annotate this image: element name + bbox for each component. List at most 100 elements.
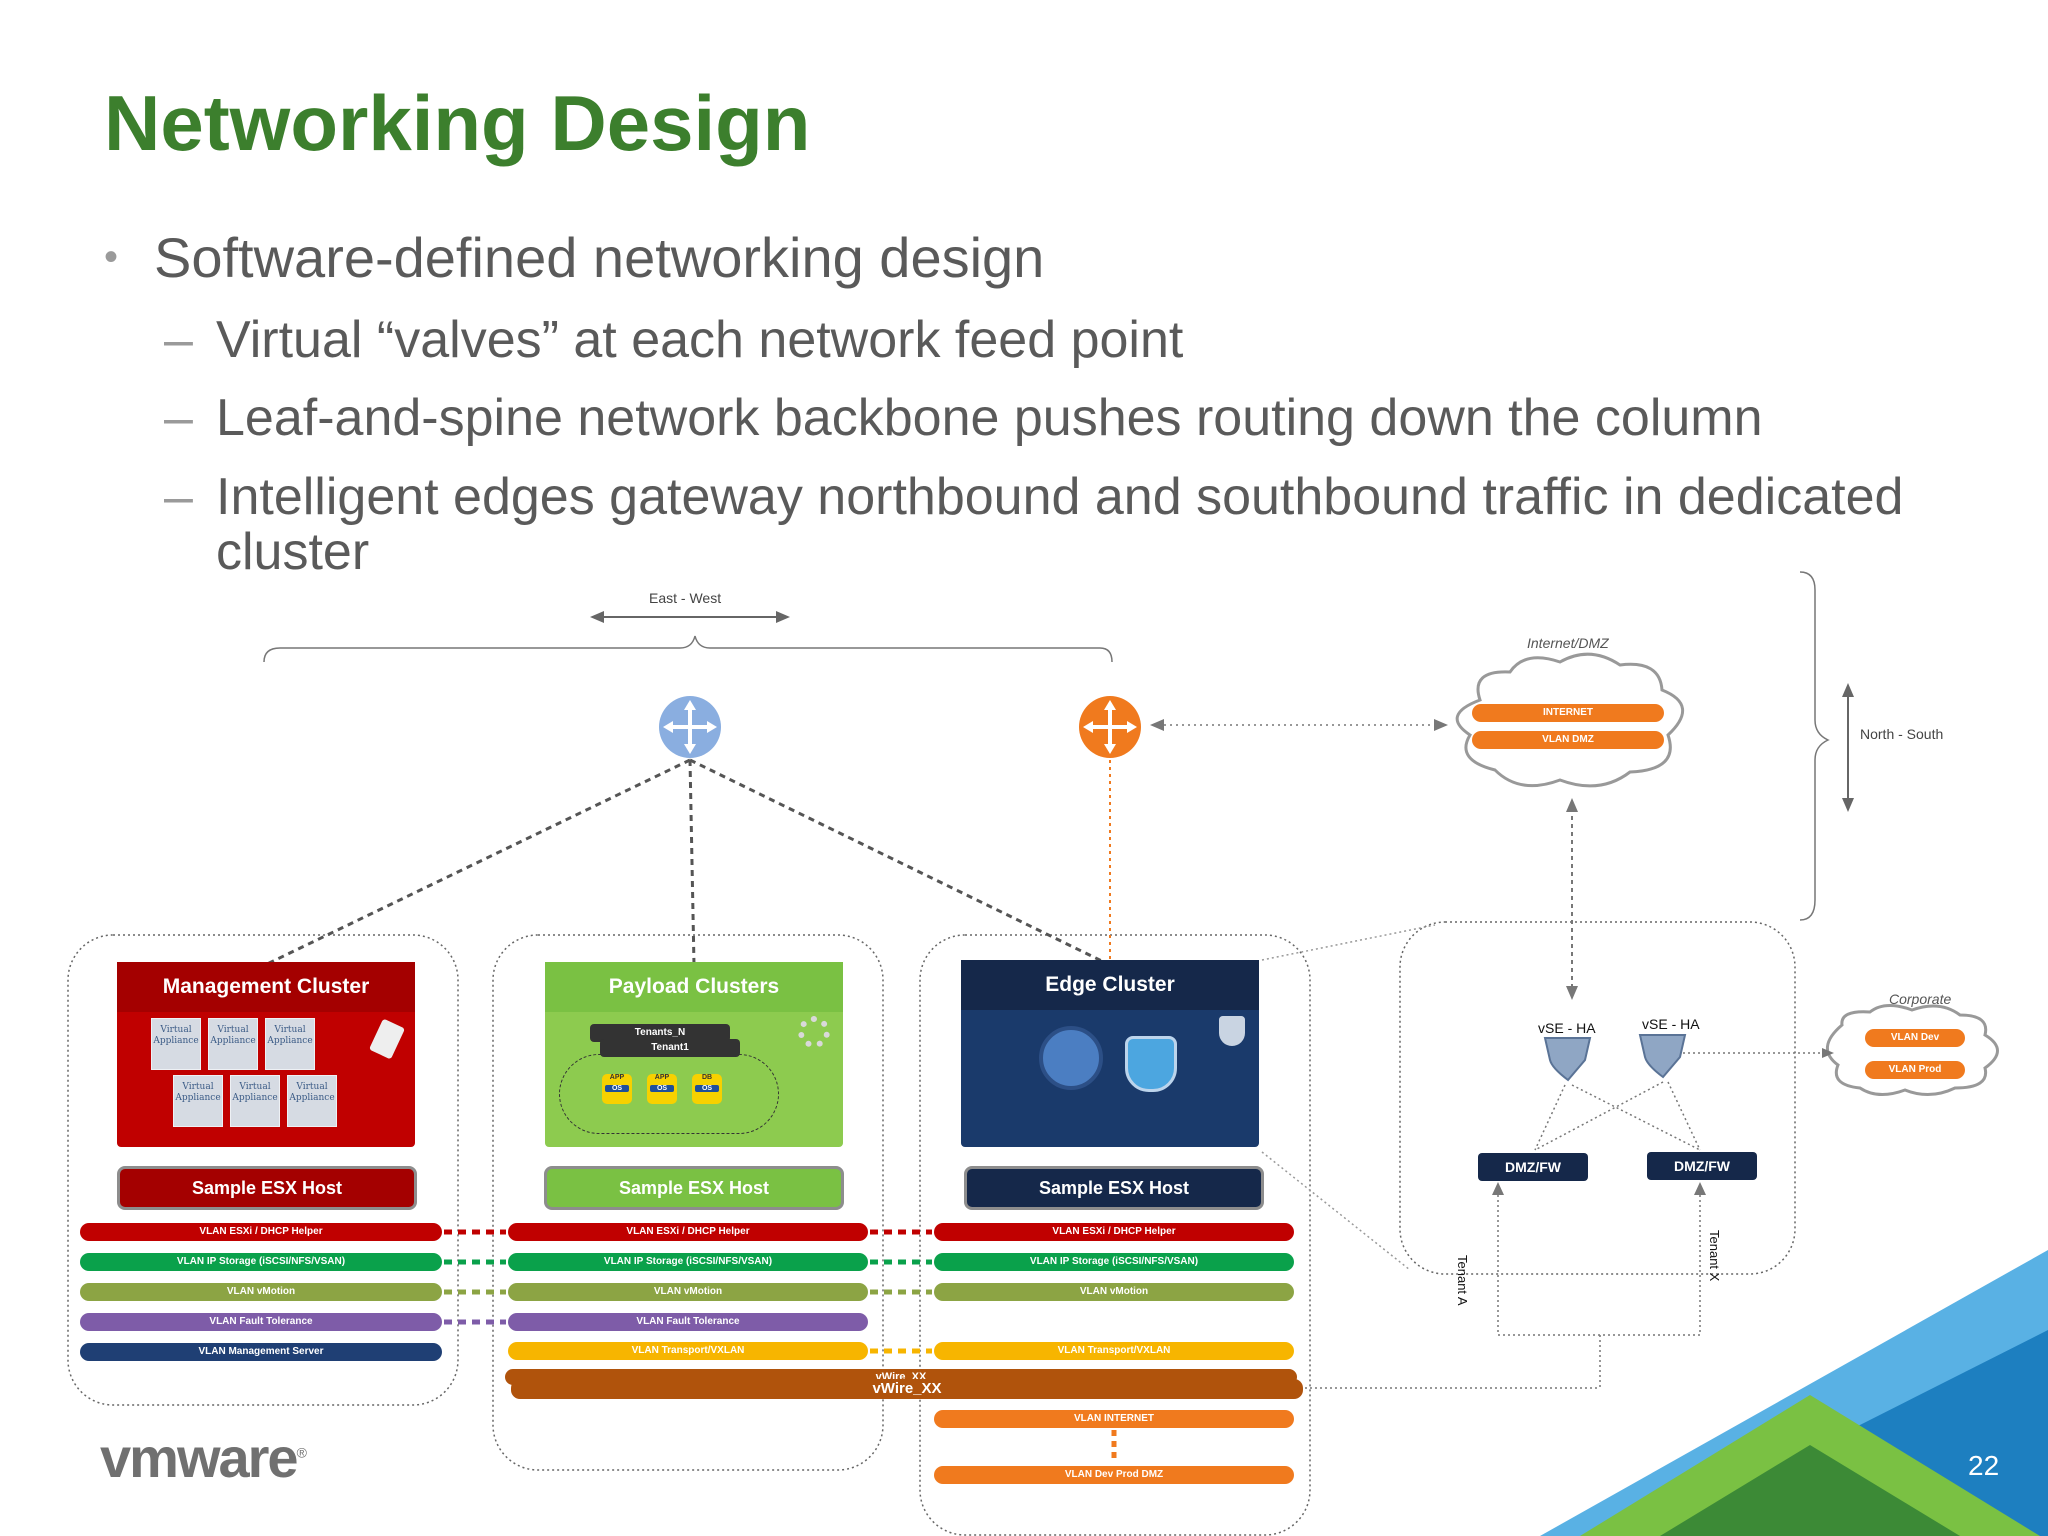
corporate-label: Corporate [1889, 991, 1952, 1007]
payload-cluster-outline [492, 934, 884, 1471]
edge-host-button[interactable]: Sample ESX Host [967, 1169, 1261, 1207]
sub-bullet-text: Intelligent edges gateway northbound and… [216, 468, 1904, 526]
spine-router-blue [659, 696, 721, 758]
vlan-esxi-bar: VLAN ESXi / DHCP Helper [508, 1223, 868, 1241]
vlan-storage-bar: VLAN IP Storage (iSCSI/NFS/VSAN) [80, 1253, 442, 1271]
vlan-dmz-pill: VLAN DMZ [1472, 731, 1664, 749]
east-west-label: East - West [649, 590, 722, 606]
sub-bullet-dash: – [164, 468, 193, 526]
vmware-logo: vmware® [100, 1425, 307, 1490]
north-south-brace [1799, 571, 1830, 921]
os-label: OS [695, 1085, 719, 1092]
tenant-x-label: Tenant X [1707, 1230, 1722, 1282]
sub-bullet-dash: – [164, 389, 193, 447]
dmz-fw-label: DMZ/FW [1674, 1158, 1730, 1174]
scroll-icon [368, 1018, 406, 1060]
vlan-esxi-bar: VLAN ESXi / DHCP Helper [934, 1223, 1294, 1241]
main-bullet-text: Software-defined networking design [154, 226, 1045, 289]
virtual-appliance-tile: Virtual Appliance [265, 1018, 315, 1070]
vlan-vmotion-bar: VLAN vMotion [80, 1283, 442, 1301]
sub-bullet-text: Virtual “valves” at each network feed po… [216, 311, 1184, 369]
management-cluster-outline [67, 934, 459, 1406]
tenant-links [1300, 1185, 1701, 1389]
vlan-prod-pill: VLAN Prod [1865, 1061, 1965, 1079]
vwire-bar: vWire_XX [511, 1379, 1303, 1399]
vlan-mgmt-server-bar: VLAN Management Server [80, 1343, 442, 1361]
app-label: APP [609, 1074, 625, 1081]
sub-bullet-text: Leaf-and-spine network backbone pushes r… [216, 389, 1763, 447]
vlan-storage-bar: VLAN IP Storage (iSCSI/NFS/VSAN) [934, 1253, 1294, 1271]
os-label: OS [605, 1085, 629, 1092]
payload-cluster-title: Payload Clusters [545, 962, 843, 1012]
vlan-interlinks [444, 1229, 932, 1354]
vlan-esxi-bar: VLAN ESXi / DHCP Helper [80, 1223, 442, 1241]
db-vm-icon: DB OS [692, 1074, 722, 1104]
vmware-logo-text: vmware [100, 1426, 299, 1489]
vlan-transport-bar: VLAN Transport/VXLAN [934, 1342, 1294, 1360]
vse-shield-2 [1638, 1034, 1687, 1079]
payload-host-button[interactable]: Sample ESX Host [547, 1169, 841, 1207]
edge-router-icon [1039, 1026, 1103, 1090]
tenants-n-tab: Tenants_N [590, 1024, 730, 1042]
vlan-internet-bar: VLAN INTERNET [934, 1410, 1294, 1428]
dmz-zone-outline [1399, 921, 1796, 1275]
virtual-appliance-tile: Virtual Appliance [287, 1075, 337, 1127]
internet-pill: INTERNET [1472, 704, 1664, 722]
edge-cluster-panel: Edge Cluster [961, 960, 1259, 1147]
north-south-label: North - South [1860, 726, 1944, 742]
dmz-fw-box: DMZ/FW [1647, 1152, 1757, 1180]
vmware-logo-mark: ® [296, 1444, 307, 1461]
edge-cluster-title: Edge Cluster [961, 960, 1259, 1010]
edge-zone-connector-bottom [1261, 1151, 1411, 1271]
virtual-appliance-tile: Virtual Appliance [230, 1075, 280, 1127]
vse-ha-label: vSE - HA [1642, 1016, 1700, 1032]
vlan-dev-pill: VLAN Dev [1865, 1029, 1965, 1047]
virtual-appliance-tile: Virtual Appliance [151, 1018, 201, 1070]
edge-cluster-outline [919, 934, 1311, 1536]
dmz-fw-label: DMZ/FW [1505, 1159, 1561, 1175]
shield-icon [1125, 1036, 1177, 1092]
vlan-dev-prod-dmz-bar: VLAN Dev Prod DMZ [934, 1466, 1294, 1484]
corporate-cloud [1826, 1004, 1999, 1096]
management-cluster-title: Management Cluster [117, 962, 415, 1012]
bullet-dot: • [104, 235, 119, 279]
vlan-transport-bar: VLAN Transport/VXLAN [508, 1342, 868, 1360]
decor-triangle-darkgreen [1660, 1445, 1960, 1536]
edge-router-orange [1079, 696, 1141, 758]
db-label: DB [701, 1074, 713, 1081]
east-west-brace [263, 635, 1113, 663]
management-cluster-panel: Management Cluster Virtual Appliance Vir… [117, 962, 415, 1147]
vse-ha-label: vSE - HA [1538, 1020, 1596, 1036]
mgmt-host-button[interactable]: Sample ESX Host [120, 1169, 414, 1207]
payload-cluster-panel: Payload Clusters Tenants_N Tenant1 APP O… [545, 962, 843, 1147]
app-vm-icon: APP OS [602, 1074, 632, 1104]
internet-dmz-label: Internet/DMZ [1527, 635, 1609, 651]
shield-icon [1219, 1016, 1245, 1046]
edge-zone-connector-top [1261, 924, 1436, 961]
app-label: APP [654, 1074, 670, 1081]
vlan-vmotion-bar: VLAN vMotion [934, 1283, 1294, 1301]
uplink-payload [688, 759, 696, 966]
slide-title: Networking Design [104, 79, 811, 167]
uplink-edge [689, 758, 1111, 967]
vlan-fault-bar: VLAN Fault Tolerance [80, 1313, 442, 1331]
virtual-appliance-tile: Virtual Appliance [173, 1075, 223, 1127]
vlan-vmotion-bar: VLAN vMotion [508, 1283, 868, 1301]
sub-bullet-dash: – [164, 311, 193, 369]
os-label: OS [650, 1085, 674, 1092]
tenant-a-label: Tenant A [1455, 1255, 1470, 1306]
vlan-fault-bar: VLAN Fault Tolerance [508, 1313, 868, 1331]
app-vm-icon: APP OS [647, 1074, 677, 1104]
tenant-vm-group [559, 1054, 779, 1134]
vlan-storage-bar: VLAN IP Storage (iSCSI/NFS/VSAN) [508, 1253, 868, 1271]
virtual-appliance-tile: Virtual Appliance [208, 1018, 258, 1070]
vse-dmz-links [1534, 1081, 1701, 1151]
page-number: 22 [1968, 1450, 2000, 1481]
vse-shield-1 [1543, 1037, 1592, 1082]
tenant1-tab: Tenant1 [600, 1039, 740, 1057]
uplink-mgmt [264, 758, 691, 967]
gear-icon [798, 1016, 830, 1048]
dmz-fw-box: DMZ/FW [1478, 1153, 1588, 1181]
sub-bullet-text: cluster [216, 523, 370, 581]
